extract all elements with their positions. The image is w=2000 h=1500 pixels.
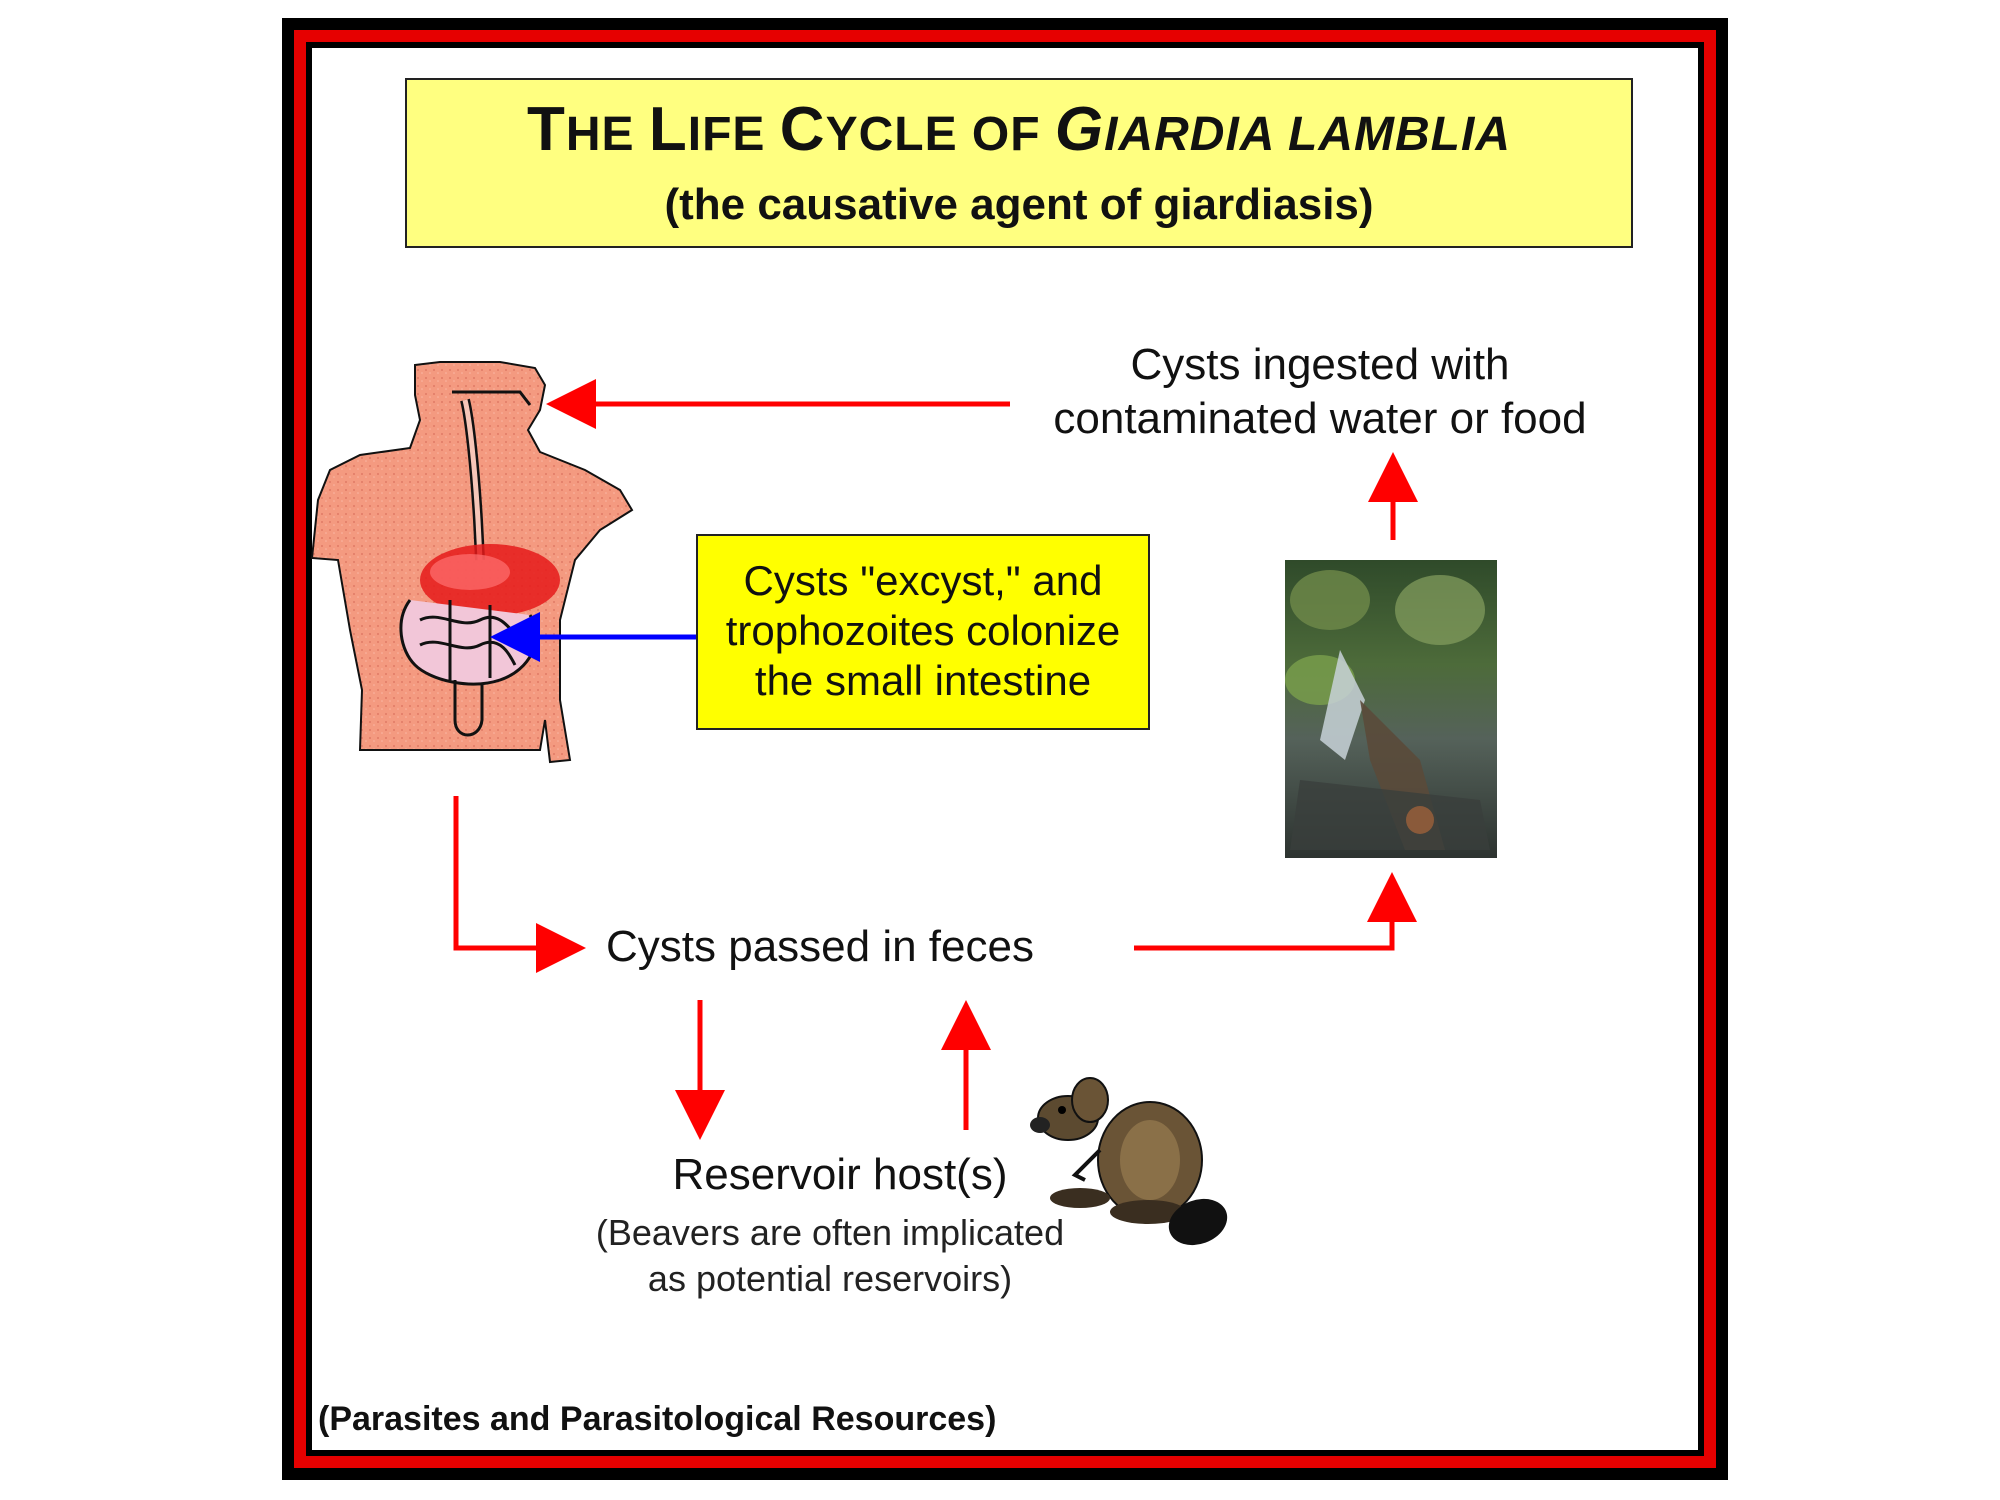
callout-line: Cysts "excyst," and <box>743 557 1103 604</box>
label-line: Cysts ingested with <box>1130 340 1510 389</box>
arrow-feces-to-water <box>1134 872 1417 951</box>
arrow-body-to-feces <box>453 796 586 973</box>
title-part: IARDIA LAMBLIA <box>1104 108 1511 161</box>
title-part: C <box>779 95 826 164</box>
label-line: contaminated water or food <box>1053 394 1587 443</box>
source-credit: (Parasites and Parasitological Resources… <box>318 1400 997 1438</box>
human-torso-illustration <box>310 361 634 764</box>
label-cysts-passed-in-feces: Cysts passed in feces <box>606 922 1034 971</box>
title-part: YCLE OF <box>825 108 1055 161</box>
label-reservoir-note: (Beavers are often implicated as potenti… <box>540 1210 1120 1302</box>
label-cysts-ingested: Cysts ingested with contaminated water o… <box>1010 338 1630 446</box>
cycle-arrows <box>453 379 1418 1140</box>
title-part: HE <box>565 108 649 161</box>
title-part: G <box>1054 95 1105 164</box>
callout-line: trophozoites colonize <box>725 607 1121 654</box>
title-box: THE LIFE CYCLE OF GIARDIA LAMBLIA (the c… <box>405 78 1633 248</box>
diagram-title: THE LIFE CYCLE OF GIARDIA LAMBLIA <box>407 94 1631 165</box>
title-part: T <box>527 95 566 164</box>
label-line: (Beavers are often implicated <box>595 1212 1065 1253</box>
callout-excyst: Cysts "excyst," and trophozoites coloniz… <box>696 534 1150 730</box>
label-line: as potential reservoirs) <box>647 1258 1013 1299</box>
mouth-passage <box>452 390 532 406</box>
diagram-subtitle: (the causative agent of giardiasis) <box>664 180 1374 229</box>
callout-line: the small intestine <box>754 657 1092 704</box>
label-reservoir-hosts: Reservoir host(s) <box>672 1150 1008 1199</box>
title-part: L <box>648 95 688 164</box>
beaver-illustration <box>1030 1077 1228 1246</box>
stream-photo <box>1285 560 1497 858</box>
title-part: IFE <box>687 108 780 161</box>
